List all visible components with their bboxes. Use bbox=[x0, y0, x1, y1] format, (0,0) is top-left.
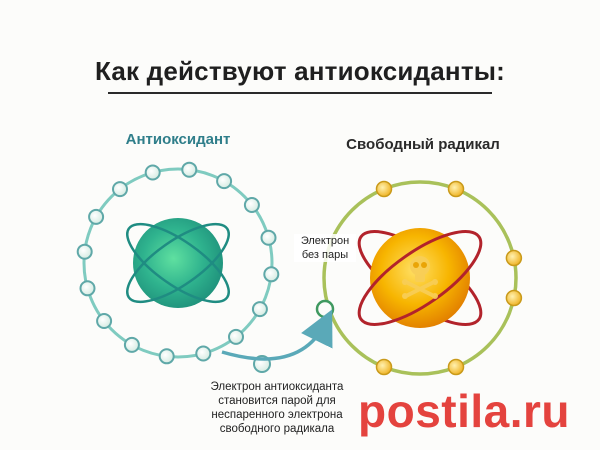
antioxidant-orbit bbox=[126, 222, 230, 304]
free-radical-electron bbox=[505, 289, 523, 307]
free-radical-label: Свободный радикал bbox=[346, 136, 500, 153]
antioxidant-electron bbox=[123, 336, 140, 353]
antioxidant-electron bbox=[251, 301, 268, 318]
antioxidant-electron bbox=[181, 161, 198, 178]
unpaired-label-line: без пары bbox=[301, 249, 349, 261]
antioxidant-electron bbox=[260, 229, 277, 246]
transfer-caption: Электрон антиоксиданта становится парой … bbox=[172, 380, 382, 436]
free-radical-ring bbox=[322, 180, 518, 376]
antioxidant-electrons bbox=[76, 161, 280, 365]
free-radical-electron bbox=[447, 358, 465, 376]
free-radical-electron bbox=[375, 180, 393, 198]
antioxidant-atom bbox=[76, 161, 280, 365]
antioxidant-electron bbox=[76, 243, 93, 260]
unpaired-label-line: Электрон bbox=[300, 235, 350, 247]
antioxidant-electron bbox=[96, 313, 113, 329]
diagram-title: Как действуют антиоксиданты: bbox=[94, 56, 506, 86]
antioxidant-electron bbox=[263, 266, 280, 283]
free-radical-electron bbox=[375, 358, 393, 376]
free-radical-electrons bbox=[375, 180, 523, 376]
skull-and-crossbones-icon bbox=[402, 256, 438, 299]
antioxidant-electron bbox=[243, 197, 260, 213]
antioxidant-electron bbox=[216, 173, 233, 190]
free-radical-electron bbox=[447, 180, 465, 198]
curved-arrow-icon bbox=[221, 309, 333, 361]
antioxidant-ring bbox=[82, 167, 274, 359]
antioxidant-electron bbox=[144, 164, 161, 181]
watermark: postila.ru bbox=[358, 385, 571, 437]
free-radical-electron bbox=[505, 249, 523, 267]
antioxidant-electron bbox=[195, 345, 212, 362]
antioxidant-electron bbox=[228, 328, 244, 345]
title-underline bbox=[108, 92, 492, 94]
free-radical-orbit bbox=[357, 230, 483, 326]
caption-line: становится парой для bbox=[218, 395, 336, 407]
unpaired-electron bbox=[315, 299, 335, 319]
antioxidant-orbit bbox=[126, 222, 230, 304]
antioxidant-electron bbox=[79, 280, 96, 297]
caption-line: Электрон антиоксиданта bbox=[210, 381, 344, 393]
unpaired-electron-label: Электрон без пары bbox=[294, 234, 356, 262]
antioxidant-core bbox=[133, 218, 223, 308]
free-radical-atom bbox=[315, 180, 523, 376]
antioxidant-electron bbox=[158, 348, 175, 365]
caption-line: неспаренного электрона bbox=[211, 409, 343, 421]
antioxidant-label: Антиоксидант bbox=[125, 131, 231, 148]
antioxidant-electron bbox=[88, 208, 105, 225]
antioxidant-electron bbox=[112, 181, 128, 198]
caption-line: свободного радикала bbox=[219, 423, 335, 435]
